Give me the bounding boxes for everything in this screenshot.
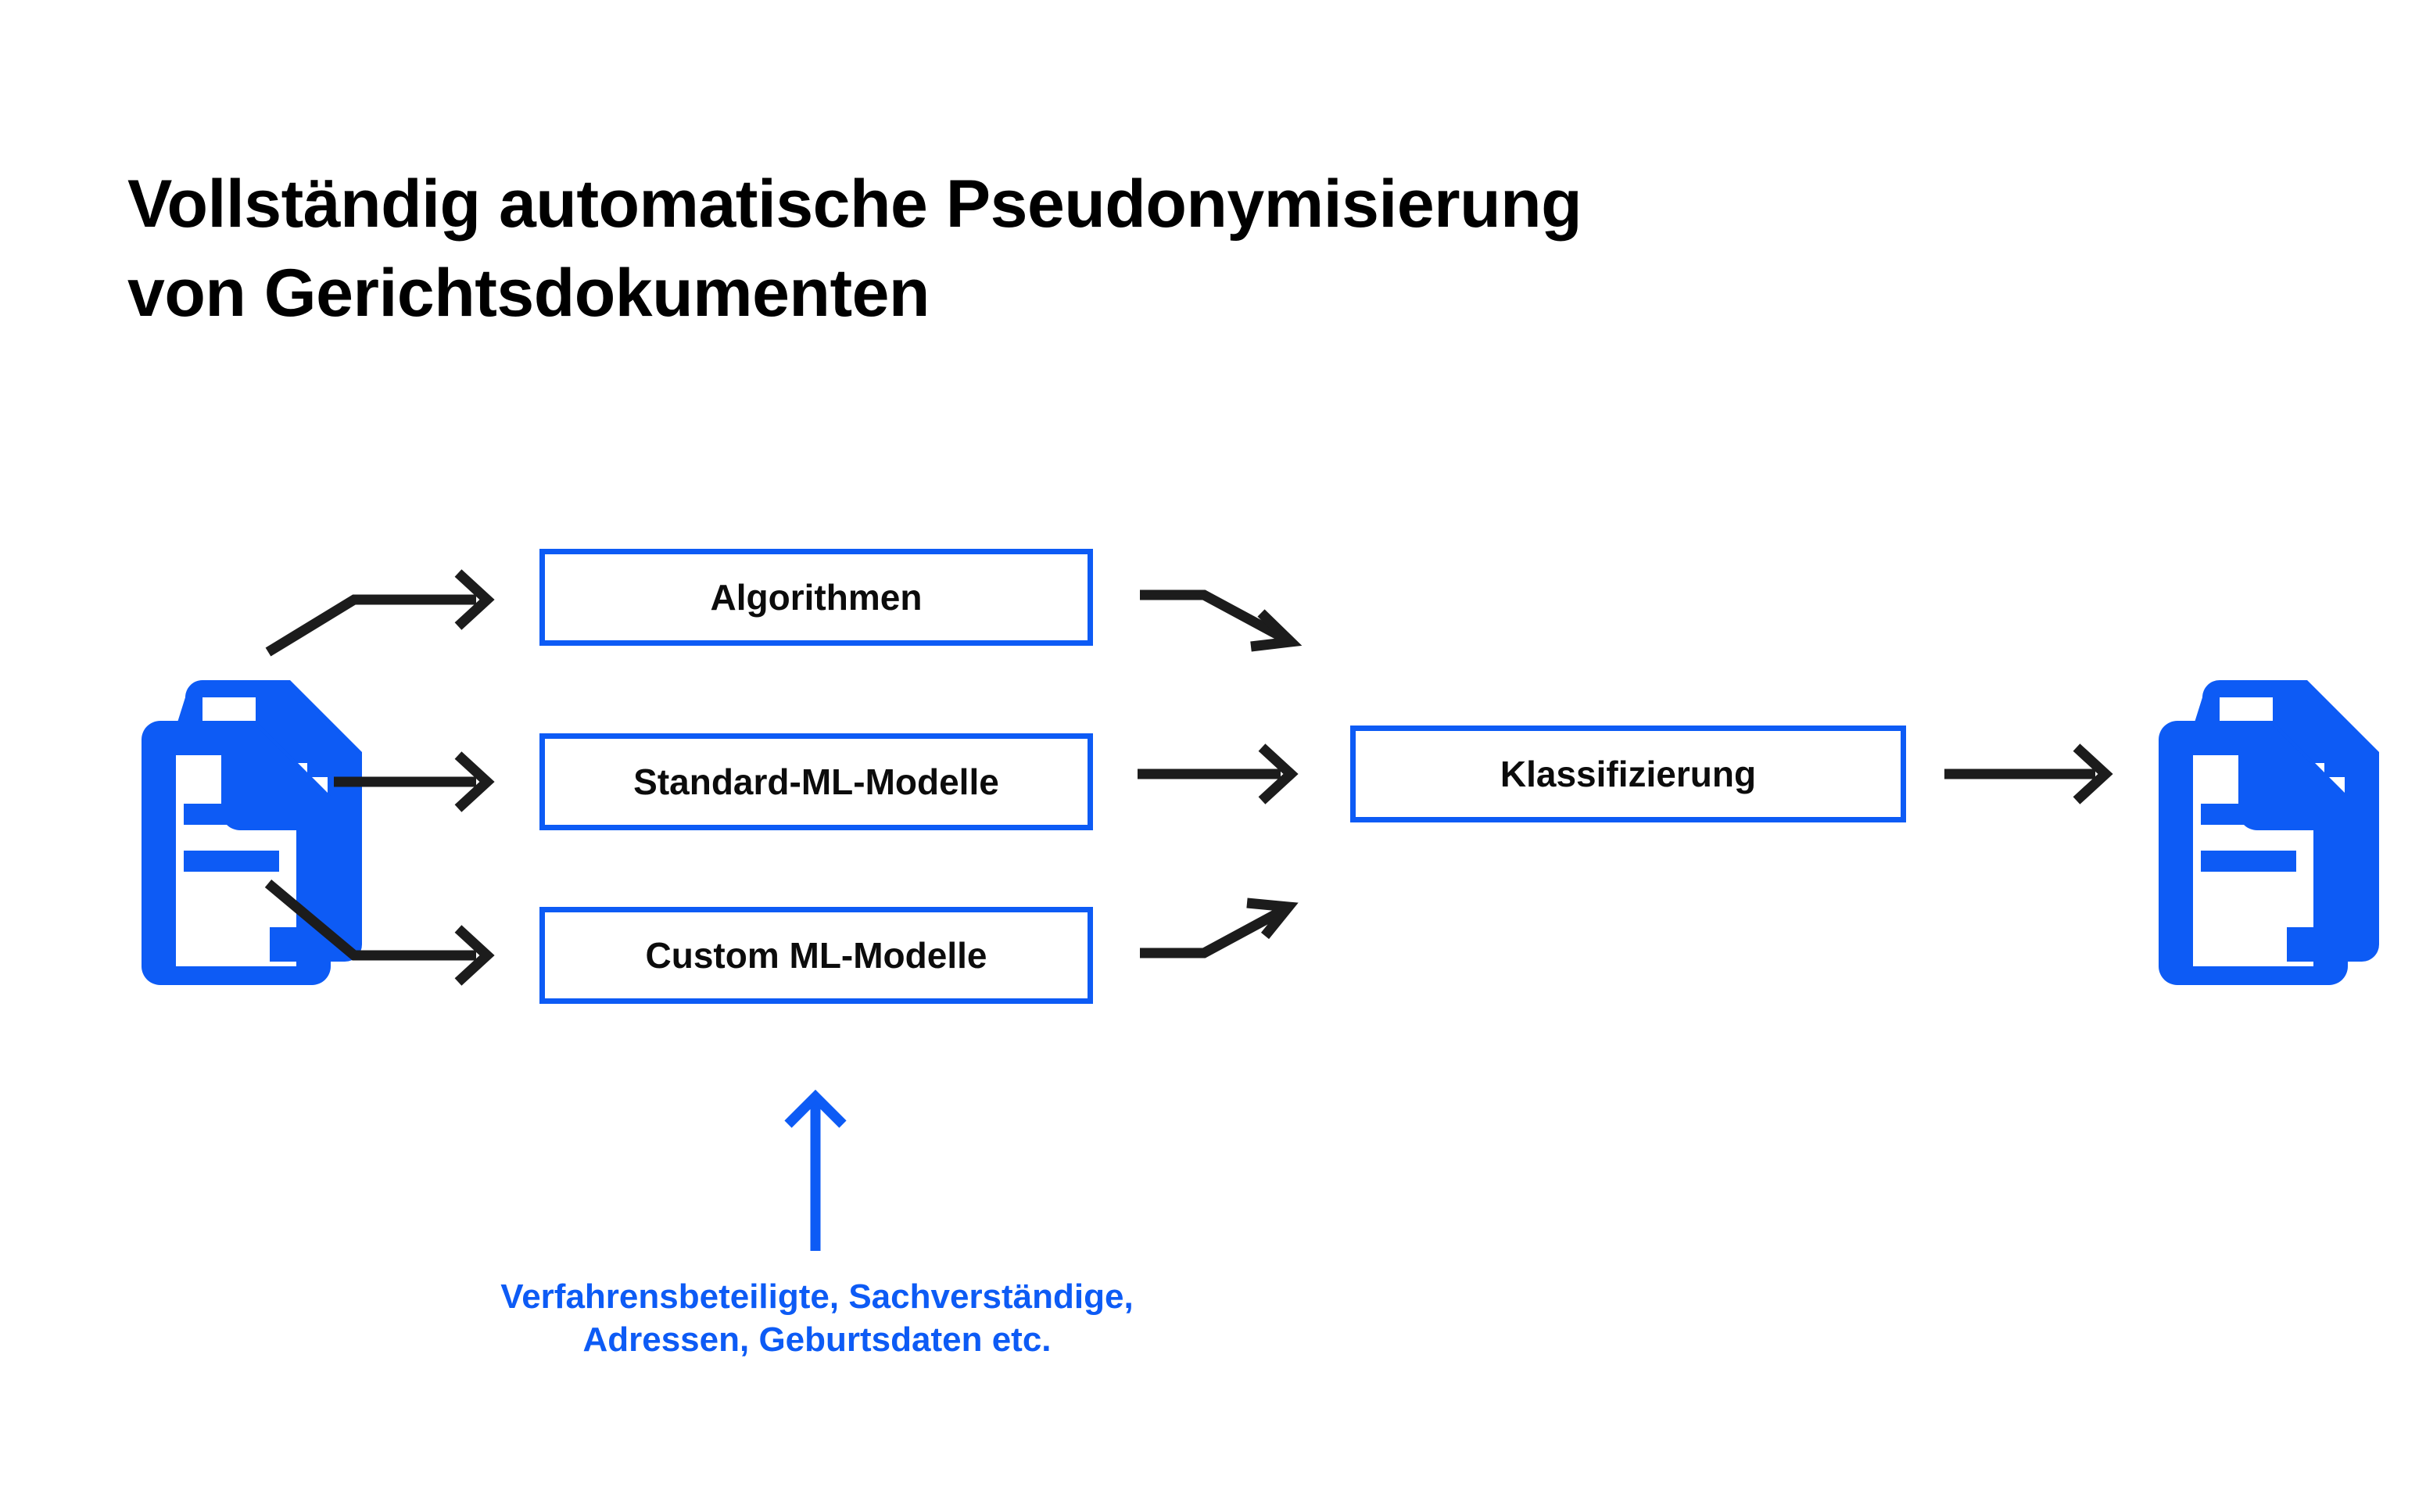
process-box-label: Custom ML-Modelle xyxy=(645,935,987,976)
arrow-klassifizierung-to-output xyxy=(1944,743,2113,804)
page-title-line-1: Vollständig automatische Pseudonymisieru… xyxy=(127,167,1582,242)
arrow-custom-ml-to-klassifizierung xyxy=(1140,898,1299,958)
arrow-input-to-custom-ml xyxy=(264,880,495,986)
caption-line-1: Verfahrensbeteiligte, Sachverständige, xyxy=(500,1277,1134,1316)
input-documents-icon xyxy=(142,680,362,985)
output-documents-icon xyxy=(2159,680,2379,985)
process-box-standard-ml[interactable]: Standard-ML-Modelle xyxy=(539,733,1093,830)
process-box-custom-ml[interactable]: Custom ML-Modelle xyxy=(539,907,1093,1004)
page-title: Vollständig automatische Pseudonymisieru… xyxy=(127,160,2004,338)
process-box-algorithmen[interactable]: Algorithmen xyxy=(539,549,1093,646)
page-title-line-2: von Gerichtsdokumenten xyxy=(127,255,930,331)
arrow-standard-ml-to-klassifizierung xyxy=(1138,743,1299,804)
process-box-klassifizierung[interactable]: Klassifizierung xyxy=(1350,726,1906,822)
arrow-algorithmen-to-klassifizierung xyxy=(1140,589,1303,652)
caption-line-2: Adressen, Geburtsdaten etc. xyxy=(582,1320,1052,1359)
arrow-caption-to-custom-ml xyxy=(784,1089,847,1251)
arrow-input-to-standard-ml xyxy=(334,751,495,812)
process-box-label: Klassifizierung xyxy=(1500,754,1757,794)
arrow-input-to-algorithmen xyxy=(265,569,495,657)
process-box-label: Standard-ML-Modelle xyxy=(633,761,999,802)
process-box-label: Algorithmen xyxy=(710,577,923,618)
caption-text: Verfahrensbeteiligte, Sachverständige, A… xyxy=(258,1276,1376,1361)
